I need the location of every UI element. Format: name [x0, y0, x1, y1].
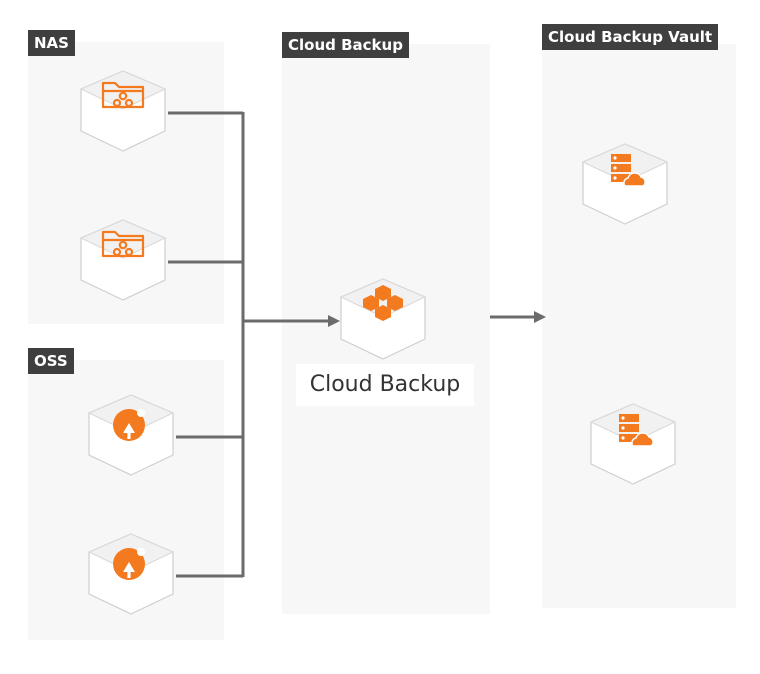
cloud-backup-group-label: Cloud Backup: [282, 32, 409, 58]
cloud-backup-node-label: Cloud Backup: [296, 364, 474, 406]
cloud-backup-blocks-icon: [363, 285, 403, 321]
vault-node-2[interactable]: [585, 400, 681, 492]
oss-node-1[interactable]: [83, 391, 179, 483]
cloud-backup-node[interactable]: [335, 275, 431, 367]
arrowhead-to-vault: [534, 311, 546, 323]
nas-group-label: NAS: [28, 30, 75, 56]
nas-folder-icon: [101, 81, 145, 109]
oss-bucket-icon: [113, 548, 145, 580]
nas-node-1[interactable]: [75, 67, 171, 159]
nas-folder-icon: [101, 230, 145, 258]
vault-group-label: Cloud Backup Vault: [542, 24, 719, 50]
vault-node-1[interactable]: [577, 140, 673, 232]
backup-vault-server-icon: [611, 154, 646, 187]
vault-zone: [542, 44, 736, 608]
nas-node-2[interactable]: [75, 216, 171, 308]
backup-vault-server-icon: [619, 414, 654, 447]
oss-node-2[interactable]: [83, 530, 179, 622]
oss-group-label: OSS: [28, 348, 74, 374]
oss-bucket-icon: [113, 409, 145, 441]
arrowhead-to-cloud-backup: [328, 315, 340, 327]
